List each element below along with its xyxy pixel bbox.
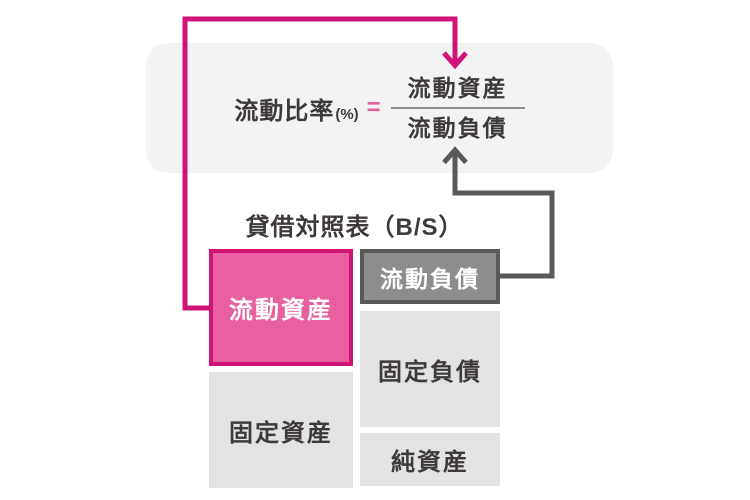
formula-label-text: 流動比率	[234, 97, 335, 125]
box-current-liabilities-label: 流動負債	[380, 265, 480, 292]
formula-unit: (%)	[335, 105, 359, 123]
box-current-assets: 流動資産	[209, 249, 353, 366]
box-current-liabilities: 流動負債	[360, 249, 500, 304]
formula-panel: 流動比率(%) = 流動資産 流動負債	[146, 43, 613, 173]
box-fixed-liabilities: 固定負債	[360, 311, 500, 427]
fraction-bar	[390, 107, 525, 109]
fraction-numerator: 流動資産	[407, 75, 508, 101]
balance-sheet-title: 貸借対照表（B/S）	[245, 214, 464, 241]
box-net-assets: 純資産	[360, 433, 500, 486]
box-net-assets-label: 純資産	[391, 449, 469, 476]
box-fixed-assets: 固定資産	[209, 372, 353, 488]
equals-sign: =	[366, 94, 381, 121]
formula-label: 流動比率(%)	[234, 91, 358, 126]
box-current-assets-label: 流動資産	[229, 297, 333, 324]
fraction: 流動資産 流動負債	[390, 73, 525, 143]
fraction-denominator: 流動負債	[407, 115, 508, 141]
box-fixed-liabilities-label: 固定負債	[378, 358, 482, 386]
box-fixed-assets-label: 固定資産	[229, 419, 333, 447]
formula-row: 流動比率(%) = 流動資産 流動負債	[234, 73, 525, 143]
